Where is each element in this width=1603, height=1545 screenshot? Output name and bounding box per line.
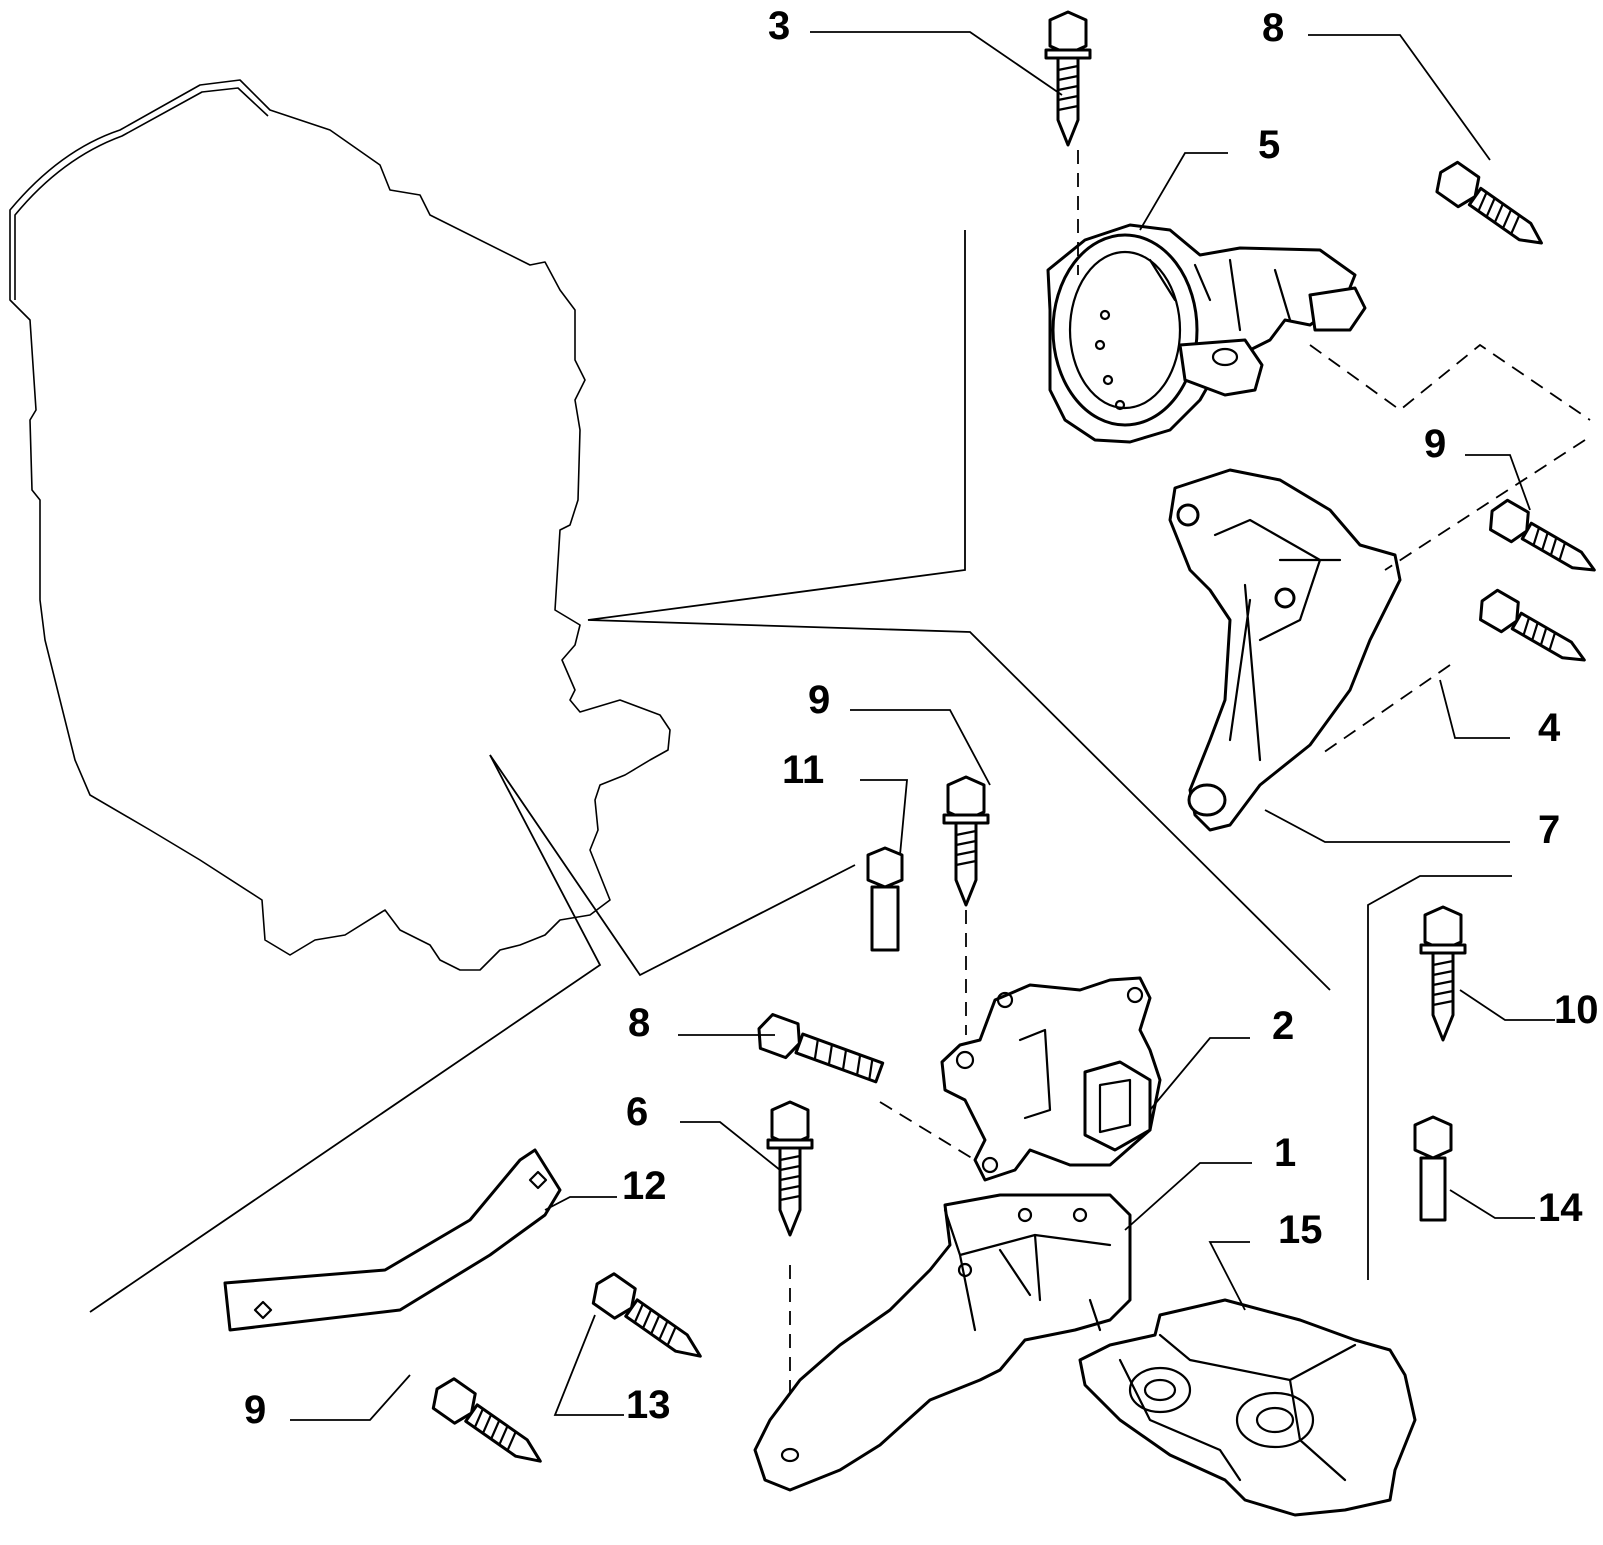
- leader-13: [553, 1314, 624, 1416]
- leader-9c: [290, 1374, 411, 1421]
- leader-8a: [1308, 34, 1491, 161]
- leader-engine-lower: [489, 754, 856, 977]
- callout-8: 8: [628, 1001, 651, 1045]
- leader-11: [860, 779, 908, 856]
- callout-15: 15: [1278, 1208, 1323, 1252]
- leader-10: [1459, 989, 1555, 1021]
- leader-right-group: [1367, 875, 1512, 1280]
- callout-8: 8: [1262, 6, 1285, 50]
- callout-11: 11: [782, 748, 825, 792]
- callout-4: 4: [1538, 706, 1561, 750]
- bolt-part-3: [1044, 10, 1092, 147]
- axis-bolt-9: [1384, 439, 1586, 571]
- bolt-part-13: [591, 1272, 702, 1358]
- engine-outline: [9, 79, 671, 971]
- callout-5: 5: [1258, 123, 1281, 167]
- mount-part-2: [940, 976, 1162, 1182]
- callout-9: 9: [1424, 422, 1447, 466]
- bolt-part-8-upper: [1435, 160, 1543, 245]
- leader-1: [1124, 1162, 1252, 1231]
- leader-7: [1264, 809, 1510, 843]
- axis-bolt-8-mid: [879, 1101, 976, 1161]
- callout-3: 3: [768, 4, 791, 48]
- leader-3: [810, 31, 1063, 96]
- bracket-part-7: [1168, 468, 1402, 832]
- leader-6: [680, 1121, 781, 1171]
- leader-14: [1449, 1189, 1535, 1219]
- bolt-part-6: [766, 1100, 814, 1237]
- bolt-part-11: [866, 846, 904, 952]
- callout-12: 12: [622, 1164, 667, 1208]
- pad-part-15: [1078, 1298, 1417, 1517]
- leader-5: [1139, 152, 1228, 231]
- bolt-part-14: [1413, 1115, 1453, 1222]
- bolt-part-9-lower: [431, 1377, 542, 1463]
- leader-4: [1439, 679, 1510, 739]
- callout-2: 2: [1272, 1004, 1295, 1048]
- engine-inner-edge: [14, 87, 269, 300]
- bolt-part-9-upper: [1489, 498, 1596, 572]
- leader-15: [1208, 1241, 1250, 1311]
- leader-9b: [850, 709, 991, 786]
- bracket-part-1: [753, 1193, 1132, 1492]
- leader-2: [1149, 1037, 1250, 1111]
- mount-part-5: [1046, 223, 1367, 444]
- leader-12: [544, 1196, 617, 1211]
- callout-7: 7: [1538, 808, 1561, 852]
- callout-1: 1: [1274, 1131, 1297, 1175]
- axis-upper-right: [1309, 343, 1591, 421]
- bolt-part-8-lower: [757, 1013, 885, 1084]
- strap-part-12: [223, 1148, 562, 1332]
- callout-9: 9: [808, 678, 831, 722]
- axis-bolt-4: [1319, 664, 1451, 756]
- leader-engine-12: [89, 754, 602, 1313]
- callout-14: 14: [1538, 1186, 1583, 1230]
- bolt-part-10: [1419, 905, 1467, 1042]
- callout-10: 10: [1554, 988, 1599, 1032]
- callout-13: 13: [626, 1383, 671, 1427]
- bolt-part-9-middle: [942, 775, 990, 907]
- callout-6: 6: [626, 1090, 649, 1134]
- callout-9: 9: [244, 1388, 267, 1432]
- leader-engine-upper: [587, 230, 1331, 991]
- bolt-part-4: [1479, 588, 1586, 662]
- leader-9a: [1465, 454, 1531, 511]
